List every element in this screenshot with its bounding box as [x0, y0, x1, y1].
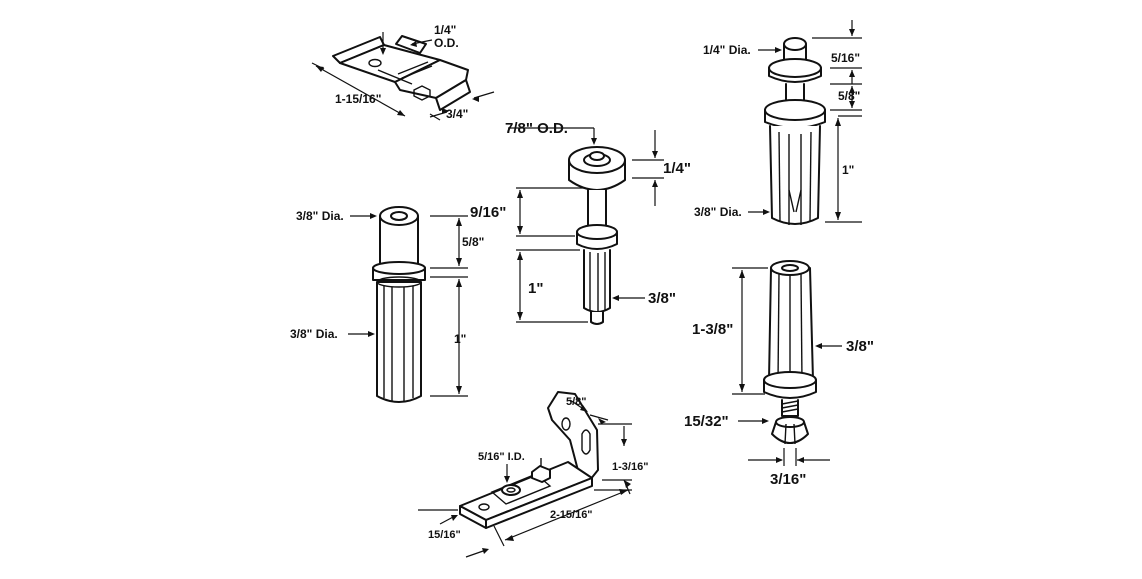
center-pivot-dia-label: 3/8" — [648, 290, 676, 307]
right-top-pivot-top-len-label: 5/16" — [831, 51, 860, 65]
center-pivot: 7/8" O.D. 1/4" 9/16" 1" 3/8" — [470, 120, 691, 325]
left-pivot-upper-len-label: 5/8" — [462, 235, 484, 249]
top-bracket: 1/4" O.D. 1-15/16" 3/4" — [311, 23, 495, 121]
bottom-bracket-width-label: 15/16" — [428, 529, 461, 541]
bottom-bracket-length-label: 2-15/16" — [550, 509, 593, 521]
left-pivot-top-dia-label: 3/8" Dia. — [296, 209, 344, 223]
left-pivot: 3/8" Dia. 5/8" 3/8" Dia. 1" — [290, 206, 484, 403]
right-bottom-pivot-tip-label: 3/16" — [770, 471, 806, 488]
right-top-pivot: 1/4" Dia. 5/16" 5/8" 1" 3/8" Dia. — [694, 20, 862, 225]
top-bracket-od-label-2: O.D. — [434, 36, 459, 50]
center-pivot-shaft-label: 9/16" — [470, 204, 506, 221]
center-pivot-od-label: 7/8" O.D. — [505, 120, 568, 137]
center-pivot-lower-len-label: 1" — [528, 280, 543, 297]
right-bottom-pivot: 1-3/8" 3/8" 15/32" 3/16" — [684, 260, 874, 488]
right-top-pivot-bottom-dia-label: 3/8" Dia. — [694, 205, 742, 219]
right-top-pivot-mid-len-label: 5/8" — [838, 89, 860, 103]
bottom-bracket-id-label: 5/16" I.D. — [478, 451, 525, 463]
right-bottom-pivot-thread-label: 15/32" — [684, 413, 729, 430]
bottom-bracket-top-label: 5/8" — [566, 396, 587, 408]
top-bracket-length-label: 1-15/16" — [335, 92, 381, 106]
top-bracket-od-label-1: 1/4" — [434, 23, 456, 37]
right-top-pivot-top-dia-label: 1/4" Dia. — [703, 43, 751, 57]
left-pivot-lower-len-label: 1" — [454, 332, 466, 346]
center-pivot-wheel-label: 1/4" — [663, 160, 691, 177]
bottom-bracket-height-label: 1-3/16" — [612, 461, 648, 473]
bottom-bracket: 5/8" 5/16" I.D. 1-3/16" 2-15/16" 15/16" — [418, 391, 648, 558]
left-pivot-bottom-dia-label: 3/8" Dia. — [290, 327, 338, 341]
right-top-pivot-lower-len-label: 1" — [842, 163, 854, 177]
right-bottom-pivot-dia-label: 3/8" — [846, 338, 874, 355]
top-bracket-width-label: 3/4" — [446, 107, 468, 121]
right-bottom-pivot-len-label: 1-3/8" — [692, 321, 733, 338]
